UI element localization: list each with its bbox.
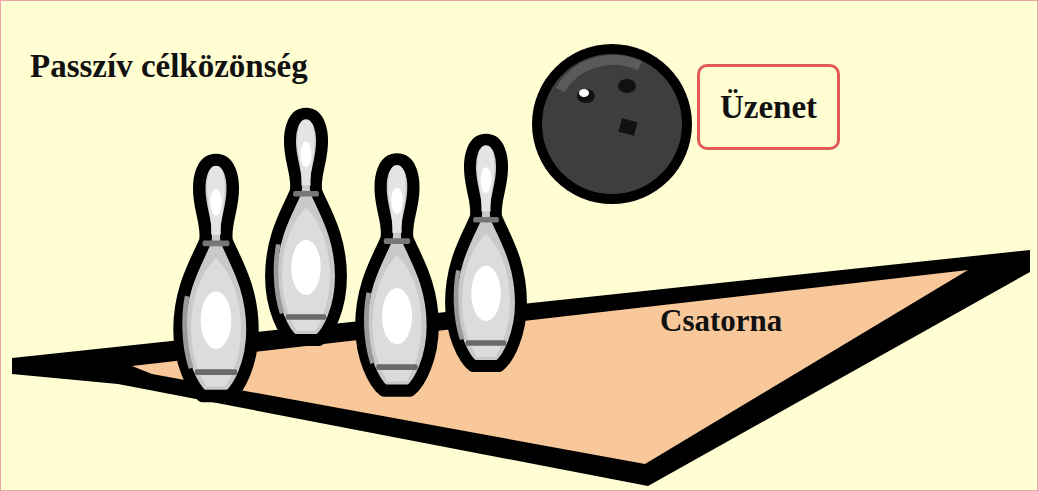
message-text: Üzenet [720,89,817,125]
channel-label: Csatorna [660,304,782,338]
message-box: Üzenet [697,64,840,150]
audience-label: Passzív célközönség [30,48,308,84]
